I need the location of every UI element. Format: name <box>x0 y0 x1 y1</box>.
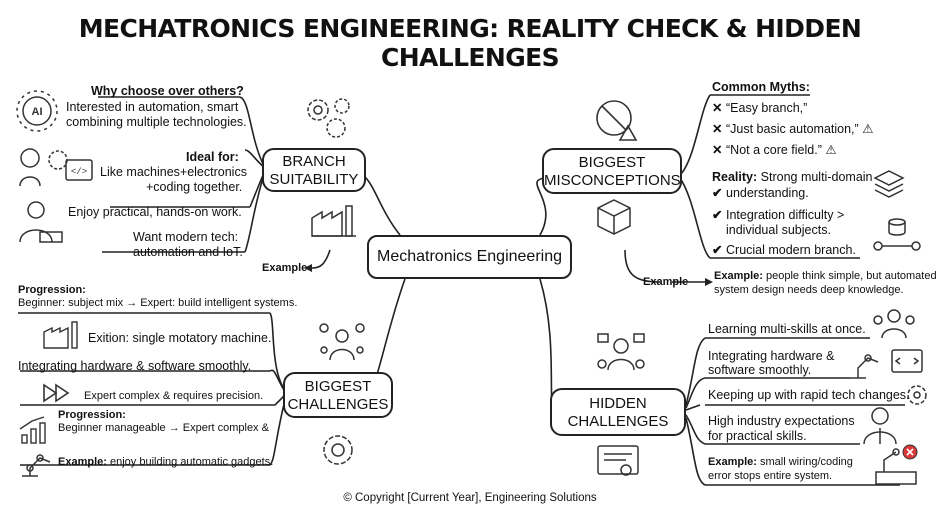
gear-arrows-icon <box>323 435 353 465</box>
misconceptions-example-line-1: Example: people think simple, but automa… <box>714 270 937 282</box>
expert-text: Expert complex & requires precision. <box>84 390 264 402</box>
misconceptions-example-line-2: system design needs deep knowledge. <box>714 284 904 296</box>
hidden-item-4b: for practical skills. <box>708 429 807 443</box>
database-network-icon <box>873 218 921 251</box>
integrating-text: Integrating hardware & software smoothly… <box>18 359 252 373</box>
hidden-challenges-node: HIDDEN CHALLENGES <box>550 388 686 436</box>
branch-example-label: Example <box>262 262 308 274</box>
hidden-item-2b: software smoothly. <box>708 363 812 377</box>
reality-line-4: individual subjects. <box>726 223 831 237</box>
copyright: © Copyright [Current Year], Engineering … <box>343 492 597 504</box>
professional-icon <box>863 407 897 445</box>
branch-label-2: SUITABILITY <box>269 171 359 188</box>
fast-forward-icon <box>43 383 70 403</box>
reality-line-2: ✔understanding. <box>712 186 809 200</box>
hidden-example-2: error stops entire system. <box>708 470 833 482</box>
page-title: MECHATRONICS ENGINEERING: REALITY CHECK … <box>78 14 862 72</box>
certificate-icon <box>597 445 639 476</box>
robot-arm-icon <box>22 454 51 477</box>
warning-icon: ⚠ <box>862 122 874 136</box>
hidden-item-4a: High industry expectations <box>708 414 855 428</box>
ideal-line-2: +coding together. <box>146 180 243 194</box>
factory-icon <box>311 205 356 237</box>
branch-label-1: BRANCH <box>282 153 346 170</box>
cross-icon: ✕ <box>712 101 723 115</box>
layers-icon <box>873 170 905 198</box>
no-warning-icon <box>596 100 638 141</box>
challenges-label-1: BIGGEST <box>304 378 372 395</box>
progression-title: Progression: <box>18 284 86 296</box>
misconceptions-label-2: MISCONCEPTIONS <box>544 172 681 189</box>
modern-line-2: automation and IoT. <box>133 245 243 259</box>
check-icon: ✔ <box>712 243 723 257</box>
code-label: </> <box>71 167 87 177</box>
challenges-example: Example: enjoy building automatic gadget… <box>58 456 274 468</box>
progression-text: Beginner: subject mix → Expert: build in… <box>18 297 298 309</box>
cube-network-icon <box>597 199 631 235</box>
misconceptions-node: BIGGEST MISCONCEPTIONS <box>542 148 682 194</box>
robot-arm-code-icon <box>850 349 923 379</box>
myths-title: Common Myths: <box>712 80 810 94</box>
why-line-1: Interested in automation, smart <box>66 100 239 114</box>
cross-icon: ✕ <box>712 122 723 136</box>
why-line-2: combining multiple technologies. <box>66 115 247 129</box>
warning-icon: ⚠ <box>825 143 837 157</box>
reality-line-3: ✔Integration difficulty > <box>712 208 845 222</box>
gears-icon <box>307 98 350 138</box>
head-gears-code-icon: </> <box>19 148 93 187</box>
hidden-item-2a: Integrating hardware & <box>708 349 835 363</box>
growth-chart-icon <box>19 416 46 444</box>
challenges-node: BIGGEST CHALLENGES <box>283 372 393 418</box>
misconceptions-example-label: Example <box>643 276 689 288</box>
ai-label: AI <box>32 106 43 118</box>
engineer-network-icon <box>597 333 645 371</box>
reality-line-5: ✔Crucial modern branch. <box>712 243 856 257</box>
hidden-example-1: Example: small wiring/coding <box>708 456 853 468</box>
hidden-item-1: Learning multi-skills at once. <box>708 322 866 336</box>
progression-2-title: Progression: <box>58 409 126 421</box>
modern-line-1: Want modern tech: <box>133 230 239 244</box>
ai-brain-icon: AI <box>16 90 58 132</box>
challenges-label-2: CHALLENGES <box>287 396 389 413</box>
progression-2-text: Beginner manageable → Expert complex & <box>58 422 269 434</box>
practical-text: Enjoy practical, hands-on work. <box>68 205 242 219</box>
ideal-title: Ideal for: <box>186 150 239 164</box>
hidden-label-2: CHALLENGES <box>567 413 669 430</box>
myth-3: ✕“Not a core field.” ⚠ <box>712 143 837 157</box>
myth-2: ✕“Just basic automation,” ⚠ <box>712 122 874 136</box>
why-title: Why choose over others? <box>91 84 244 98</box>
reality-line-1: Reality: Strong multi-domain <box>712 170 873 184</box>
team-icon <box>873 309 915 339</box>
engineer-icon <box>19 201 63 243</box>
center-node: Mechatronics Engineering <box>367 235 572 279</box>
gear-icon <box>907 385 927 405</box>
misconceptions-label-1: BIGGEST <box>578 154 646 171</box>
factory-small-icon <box>43 321 78 349</box>
cross-icon: ✕ <box>712 143 723 157</box>
check-icon: ✔ <box>712 186 723 200</box>
hidden-item-3: Keeping up with rapid tech changes. <box>708 388 910 402</box>
myth-1: ✕“Easy branch,” <box>712 101 808 115</box>
check-icon: ✔ <box>712 208 723 222</box>
exition-text: Exition: single motatory machine. <box>88 331 272 345</box>
hidden-label-1: HIDDEN <box>589 395 647 412</box>
ideal-line-1: Like machines+electronics <box>100 165 247 179</box>
person-network-icon <box>319 323 365 361</box>
branch-suitability-node: BRANCH SUITABILITY <box>262 148 366 192</box>
error-machine-icon <box>875 444 918 485</box>
